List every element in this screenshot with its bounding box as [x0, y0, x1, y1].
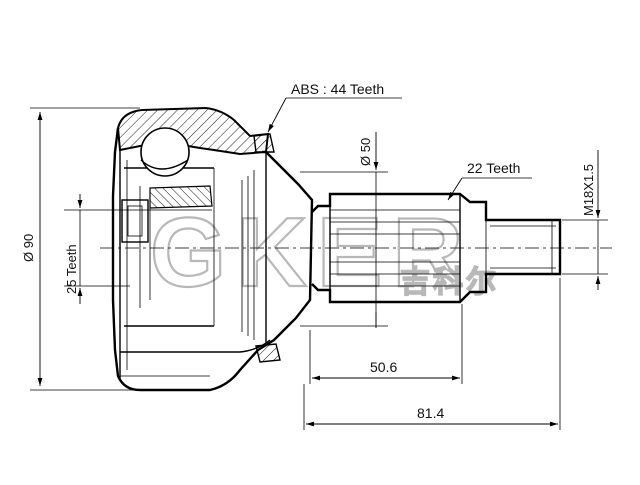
dim-outer-diameter: Ø 90 [21, 107, 140, 391]
label-seal-diameter: Ø 50 [358, 138, 373, 166]
dim-inner-teeth: 25 Teeth [64, 194, 212, 304]
dim-length-b: 81.4 [303, 278, 561, 430]
housing-hatched-section [116, 106, 270, 156]
neck [241, 133, 281, 363]
dim-seal-diameter: Ø 50 [300, 132, 388, 328]
ball-cage [121, 127, 213, 243]
watermark: GKER 吉科尔 [149, 196, 499, 308]
abs-ring-bottom [255, 343, 281, 363]
callout-outer-teeth: 22 Teeth [447, 160, 532, 201]
label-abs: ABS : 44 Teeth [291, 81, 384, 97]
watermark-chinese: 吉科尔 [400, 266, 499, 299]
callout-abs: ABS : 44 Teeth [267, 81, 402, 133]
label-outer-teeth: 22 Teeth [467, 160, 520, 176]
label-length-b: 81.4 [417, 405, 444, 421]
label-inner-teeth: 25 Teeth [64, 244, 79, 294]
spline-shaft [311, 192, 562, 304]
label-outer-diameter: Ø 90 [21, 234, 36, 262]
dim-length-a: 50.6 [309, 304, 463, 384]
label-length-a: 50.6 [370, 359, 397, 375]
dim-thread: M18X1.5 [562, 150, 608, 290]
watermark-brand: GKER [150, 197, 473, 307]
label-thread: M18X1.5 [581, 164, 596, 216]
abs-ring-top [253, 133, 275, 153]
ball [140, 127, 190, 177]
cage-hatch [149, 185, 213, 209]
